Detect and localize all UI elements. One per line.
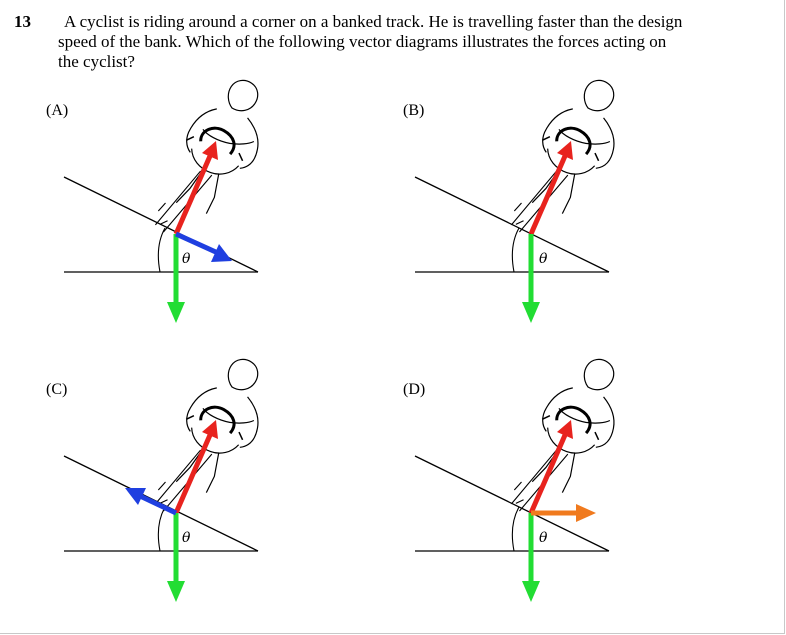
cyclist-icon bbox=[150, 66, 281, 255]
question-text-line: A cyclist is riding around a corner on a… bbox=[64, 12, 683, 31]
diagram-a: θ bbox=[63, 66, 281, 323]
theta-label: θ bbox=[182, 530, 191, 546]
friction-arrow-up-slope bbox=[138, 493, 178, 516]
option-label-c[interactable]: (C) bbox=[46, 381, 68, 398]
angle-arc bbox=[511, 506, 520, 552]
option-label-a[interactable]: (A) bbox=[46, 102, 69, 119]
question-text: A cyclist is riding around a corner on a… bbox=[58, 12, 758, 72]
theta-label: θ bbox=[182, 251, 191, 267]
question-text-line: the cyclist? bbox=[58, 52, 135, 71]
cyclist-icon bbox=[150, 345, 281, 534]
normal-force-arrow bbox=[528, 434, 568, 514]
question-text-line: speed of the bank. Which of the followin… bbox=[58, 32, 667, 51]
question-number: 13 bbox=[14, 12, 31, 31]
diagram-d: θ bbox=[414, 345, 637, 602]
cyclist-icon bbox=[506, 345, 637, 534]
friction-arrow-down-slope bbox=[174, 231, 220, 256]
normal-force-arrow bbox=[528, 155, 568, 235]
cyclist-icon bbox=[506, 66, 637, 255]
angle-arc bbox=[511, 227, 520, 273]
theta-label: θ bbox=[539, 251, 548, 267]
option-label-d[interactable]: (D) bbox=[403, 381, 426, 398]
diagram-c: θ bbox=[63, 345, 281, 602]
normal-force-arrow bbox=[173, 434, 213, 514]
theta-label: θ bbox=[539, 530, 548, 546]
angle-arc bbox=[157, 227, 166, 273]
option-label-b[interactable]: (B) bbox=[403, 102, 425, 119]
normal-force-arrow bbox=[173, 155, 213, 235]
angle-arc bbox=[157, 506, 166, 552]
diagram-b: θ bbox=[414, 66, 637, 323]
